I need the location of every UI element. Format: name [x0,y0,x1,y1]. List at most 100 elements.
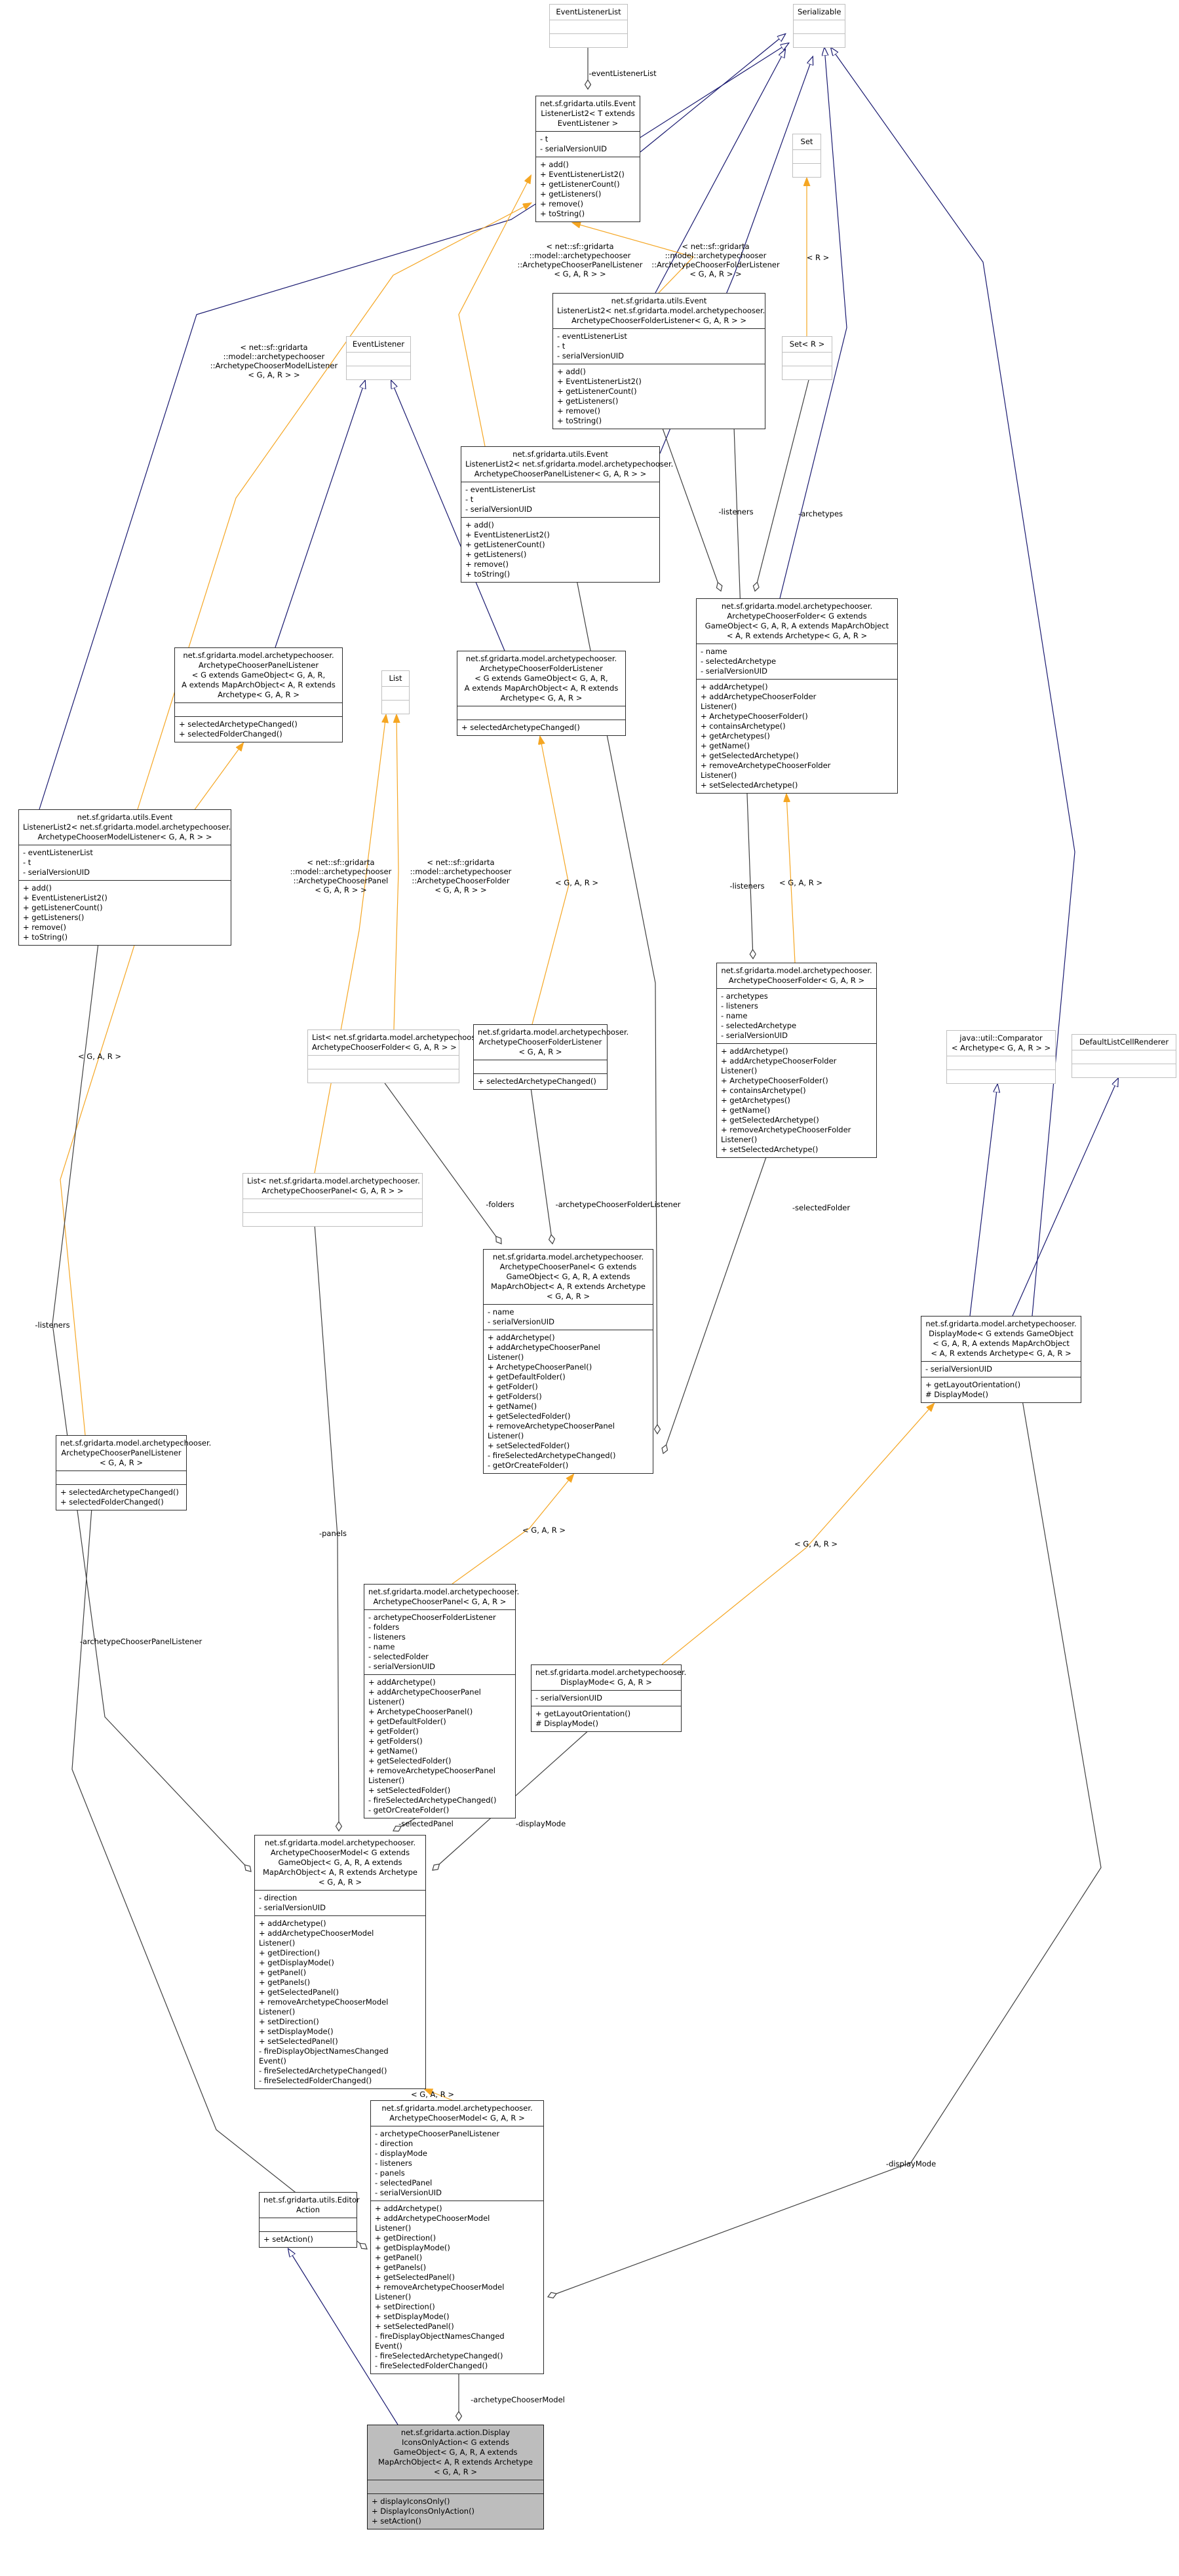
class-listfolder[interactable]: List< net.sf.gridarta.model.archetypecho… [307,1029,485,1083]
member-line: + getDirection() [259,1948,320,1957]
edge-label-2: < net::sf::gridarta ::model::archetypech… [651,242,780,279]
class-title-line: ArchetypeChooserModel< G, A, R > [389,2113,525,2123]
member-line: + addArchetypeChooserModel [259,1929,374,1938]
class-title-line: net.sf.gridarta.model.archetypechooser. [721,966,872,975]
class-title-line: net.sf.gridarta.model.archetypechooser. [368,1587,520,1596]
member-line: + getListeners() [465,550,527,559]
member-line: # DisplayMode() [535,1719,598,1728]
class-methods: + addArchetype()+ addArchetypeChooserMod… [255,1915,425,2088]
class-setr[interactable]: Set< R > [782,336,832,380]
edge-label-17: < G, A, R > [522,1526,566,1535]
member-line: + add() [23,883,52,893]
class-title: Set< R > [783,337,832,352]
class-title: net.sf.gridarta.model.archetypechooser.A… [457,651,625,706]
class-title-line: net.sf.gridarta.model.archetypechooser. [478,1028,629,1037]
member-line: + getArchetypes() [701,731,770,740]
member-line: - serialVersionUID [557,351,624,360]
class-title-line: ArchetypeChooserFolderListener [480,664,603,673]
edge-aggregate-33 [548,1400,1102,2297]
class-displaymodegar[interactable]: net.sf.gridarta.model.archetypechooser.D… [531,1664,686,1732]
class-methods: + setAction() [260,2231,357,2247]
member-line: - serialVersionUID [259,1903,326,1912]
member-line: - name [368,1642,395,1651]
class-modelbig[interactable]: net.sf.gridarta.model.archetypechooser.A… [254,1835,426,2089]
class-title: List< net.sf.gridarta.model.archetypecho… [308,1030,485,1055]
member-line: + setSelectedFolder() [488,1441,570,1450]
class-panelbig[interactable]: net.sf.gridarta.model.archetypechooser.A… [483,1249,653,1474]
class-methods [347,366,410,379]
class-panelgar[interactable]: net.sf.gridarta.model.archetypechooser.A… [364,1584,520,1818]
member-line: - t [465,495,474,504]
class-panellistenerbig[interactable]: net.sf.gridarta.model.archetypechooser.A… [174,647,343,742]
class-panellistenergar[interactable]: net.sf.gridarta.model.archetypechooser.A… [56,1435,211,1510]
class-eventlistenerlist[interactable]: EventListenerList [549,4,628,48]
class-title: net.sf.gridarta.model.archetypechooser.A… [717,963,876,988]
edge-label-9: < G, A, R > [779,878,822,887]
class-methods [794,33,845,47]
edge-label-1: < net::sf::gridarta ::model::archetypech… [517,242,643,279]
member-line: + getSelectedArchetype() [721,1115,819,1125]
member-line: + getListenerCount() [465,540,545,549]
member-line: + getPanels() [375,2263,427,2272]
member-line: - folders [368,1623,400,1632]
member-line: + toString() [557,416,602,425]
class-dlcr[interactable]: DefaultListCellRenderer [1072,1034,1176,1078]
member-line: Listener() [488,1431,524,1440]
member-line: - eventListenerList [465,485,535,494]
class-methods: + getLayoutOrientation()# DisplayMode() [532,1706,681,1731]
class-title-line: List< net.sf.gridarta.model.archetypecho… [247,1176,420,1185]
class-displaymodebig[interactable]: net.sf.gridarta.model.archetypechooser.D… [921,1316,1081,1403]
member-line: + remove() [540,199,583,208]
class-serializable[interactable]: Serializable [793,4,845,48]
class-set[interactable]: Set [792,134,821,178]
member-line: + getSelectedFolder() [368,1756,452,1765]
class-folderlistenergar[interactable]: net.sf.gridarta.model.archetypechooser.A… [473,1024,629,1090]
edge-inherit-4 [39,43,788,810]
class-title-line: ArchetypeChooserPanelListener [198,661,319,670]
class-foldergar[interactable]: net.sf.gridarta.model.archetypechooser.A… [716,963,877,1158]
class-title-line: DisplayMode< G, A, R > [560,1678,652,1687]
class-methods [793,163,821,177]
class-attributes [550,20,627,33]
edge-inherit-37 [288,2249,398,2425]
class-title-line: < G, A, R > [434,2467,477,2476]
member-line: Event() [259,2056,286,2066]
edge-aggregate-9 [661,426,721,591]
member-line: + getDirection() [375,2233,436,2242]
class-methods: + addArchetype()+ addArchetypeChooserFol… [717,1043,876,1157]
class-methods: + displayIconsOnly()+ DisplayIconsOnlyAc… [368,2493,543,2529]
member-line: - fireDisplayObjectNamesChanged [375,2332,505,2341]
class-title: net.sf.gridarta.model.archetypechooser.D… [532,1665,686,1690]
class-title-line: GameObject< G, A, R, A extends [278,1858,402,1867]
class-title: List [382,671,409,686]
class-comparator[interactable]: java::util::Comparator< Archetype< G, A,… [946,1030,1056,1084]
member-line: + getFolders() [368,1737,423,1746]
class-attributes: - serialVersionUID [921,1361,1081,1377]
member-line: + toString() [23,932,68,942]
member-line: - serialVersionUID [375,2188,442,2197]
class-title: net.sf.gridarta.model.archetypechooser.A… [56,1436,211,1471]
member-line: + setDisplayMode() [375,2312,450,2321]
class-modelgar[interactable]: net.sf.gridarta.model.archetypechooser.A… [370,2100,544,2374]
class-title-line: ArchetypeChooserFolder< G, A, R > > [312,1043,457,1052]
class-folderlistenerbig[interactable]: net.sf.gridarta.model.archetypechooser.A… [457,651,626,736]
member-line: + ArchetypeChooserFolder() [701,712,808,721]
class-eventlistener[interactable]: EventListener [346,336,411,380]
class-title-line: MapArchObject< A, R extends Archetype [262,1868,417,1877]
member-line: + getArchetypes() [721,1096,790,1105]
edge-inherit-12 [779,48,847,599]
class-attributes: - direction- serialVersionUID [255,1890,425,1915]
class-folderbig[interactable]: net.sf.gridarta.model.archetypechooser.A… [696,598,898,794]
class-listpanel[interactable]: List< net.sf.gridarta.model.archetypecho… [242,1173,423,1227]
class-list[interactable]: List [381,670,410,714]
class-methods [783,366,832,379]
class-title-line: < G, A, R > [518,1047,562,1056]
class-title-line: ArchetypeChooserFolder< G extends [727,611,867,621]
